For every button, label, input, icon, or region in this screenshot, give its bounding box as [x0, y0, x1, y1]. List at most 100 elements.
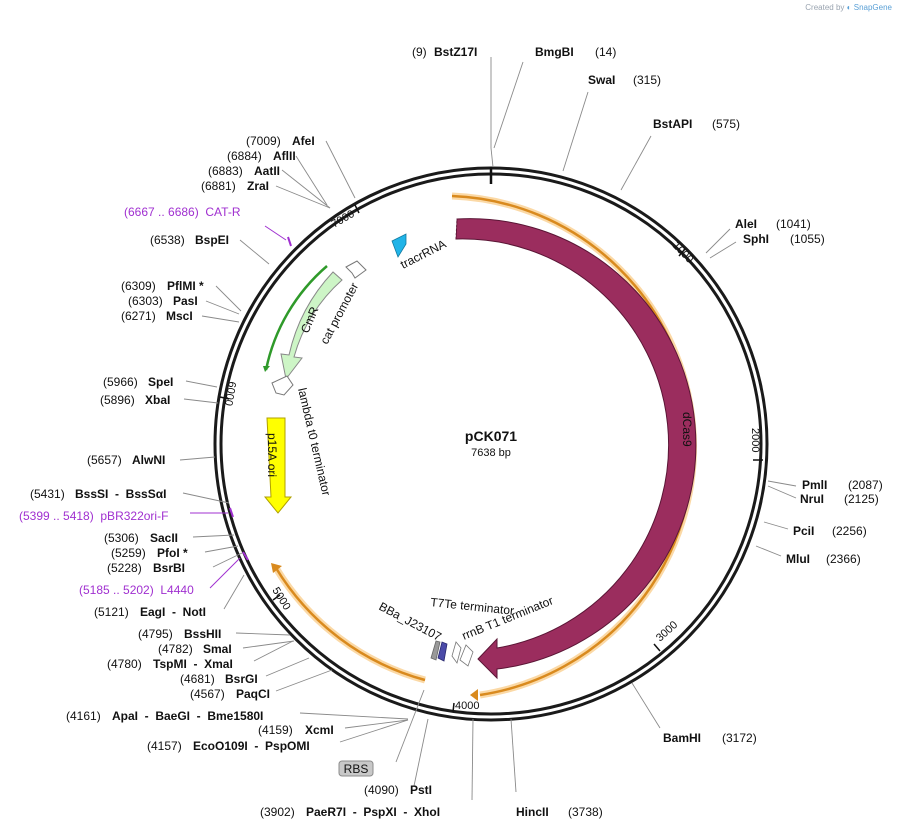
spei-label[interactable]: SpeI — [148, 375, 173, 389]
bsrgi-position: (4681) — [180, 672, 215, 686]
bsssi-group-label[interactable]: BssSI - BssSαI — [75, 487, 166, 501]
bspei-label[interactable]: BspEI — [195, 233, 229, 247]
ruler-label-6000: 6000 — [222, 380, 238, 406]
xbai-label[interactable]: XbaI — [145, 393, 170, 407]
paqci-position: (4567) — [190, 687, 225, 701]
bmgbi-label[interactable]: BmgBI — [535, 45, 574, 59]
eagi-group-label[interactable]: EagI - NotI — [140, 605, 206, 619]
bsshii-position: (4795) — [138, 627, 173, 641]
zrai-position: (6881) — [201, 179, 236, 193]
bamhi-position: (3172) — [722, 731, 757, 745]
bsrbi-position: (5228) — [107, 561, 142, 575]
lower-orange-band — [274, 567, 426, 682]
eagi-position: (5121) — [94, 605, 129, 619]
msci-position: (6271) — [121, 309, 156, 323]
sphi-label[interactable]: SphI — [743, 232, 769, 246]
psti-label[interactable]: PstI — [410, 783, 432, 797]
pflmi-label[interactable]: PflMI * — [167, 279, 204, 293]
tracrrna-feature — [391, 233, 407, 258]
zrai-label[interactable]: ZraI — [247, 179, 269, 193]
afei-label[interactable]: AfeI — [292, 134, 315, 148]
swai-label[interactable]: SwaI — [588, 73, 615, 87]
lower-orange-arrowhead — [271, 563, 282, 573]
plasmid-name: pCK071 — [465, 428, 517, 444]
apai-position: (4161) — [66, 709, 101, 723]
ecoo109i-group-label[interactable]: EcoO109I - PspOMI — [193, 739, 310, 753]
ruler-label-4000: 4000 — [455, 700, 479, 712]
nrui-label[interactable]: NruI — [800, 492, 824, 506]
bba-j23107-feature — [437, 641, 448, 662]
snapgene-credit: Created by ◐ SnapGene — [805, 3, 892, 12]
paqci-label[interactable]: PaqCI — [236, 687, 270, 701]
credit-prefix: Created by — [805, 3, 845, 12]
bspei-position: (6538) — [150, 233, 185, 247]
smai-label[interactable]: SmaI — [203, 642, 232, 656]
xmai-group-label[interactable]: TspMI - XmaI — [153, 657, 233, 671]
bsrgi-label[interactable]: BsrGI — [225, 672, 258, 686]
bmgbi-position: (14) — [595, 45, 616, 59]
credit-brand: SnapGene — [853, 3, 892, 12]
ruler-label-2000: 2000 — [749, 428, 761, 452]
nrui-position: (2125) — [844, 492, 879, 506]
smai-position: (4782) — [158, 642, 193, 656]
cat-r-primer-label[interactable]: (6667 .. 6686) CAT-R — [124, 205, 241, 219]
ruler-tick-3000: 3000 — [653, 619, 680, 652]
ecoo109i-position: (4157) — [147, 739, 182, 753]
aatii-position: (6883) — [208, 164, 243, 178]
cmr-label: CmR — [298, 304, 322, 335]
alei-label[interactable]: AleI — [735, 217, 757, 231]
bamhi-label[interactable]: BamHI — [663, 731, 701, 745]
afei-position: (7009) — [246, 134, 281, 148]
dcas9-split-marker — [691, 507, 711, 514]
l4440-primer-label[interactable]: (5185 .. 5202) L4440 — [79, 583, 194, 597]
spei-position: (5966) — [103, 375, 138, 389]
bstapi-label[interactable]: BstAPI — [653, 117, 692, 131]
t7te-terminator-feature — [430, 640, 441, 661]
pcii-position: (2256) — [832, 524, 867, 538]
rbs-label: RBS — [344, 762, 369, 776]
bsrbi-label[interactable]: BsrBI — [153, 561, 185, 575]
pcii-label[interactable]: PciI — [793, 524, 814, 538]
psti-position: (4090) — [364, 783, 399, 797]
dcas9-start-marker — [454, 218, 457, 240]
pasi-label[interactable]: PasI — [173, 294, 198, 308]
p15a-ori-label: p15A ori — [265, 433, 279, 477]
lambda-terminator-label: lambda t0 terminator — [295, 387, 333, 497]
pbr322-primer-mark — [229, 507, 234, 518]
pbr322-primer-label[interactable]: (5399 .. 5418) pBR322ori-F — [19, 509, 168, 523]
alwni-label[interactable]: AlwNI — [132, 453, 165, 467]
pasi-position: (6303) — [128, 294, 163, 308]
xmai-position: (4780) — [107, 657, 142, 671]
cat-promoter-feature — [345, 260, 367, 279]
bstz17i-label[interactable]: BstZ17I — [434, 45, 477, 59]
apai-group-label[interactable]: ApaI - BaeGI - Bme1580I — [112, 709, 263, 723]
cat-r-primer-mark — [287, 236, 292, 247]
alwni-position: (5657) — [87, 453, 122, 467]
hincii-label[interactable]: HincII — [516, 805, 549, 819]
sacii-position: (5306) — [104, 531, 139, 545]
bsshii-label[interactable]: BssHII — [184, 627, 221, 641]
aatii-label[interactable]: AatII — [254, 164, 280, 178]
sacii-label[interactable]: SacII — [150, 531, 178, 545]
restriction-leaders — [179, 57, 797, 801]
xcmi-label[interactable]: XcmI — [305, 723, 334, 737]
hincii-position: (3738) — [568, 805, 603, 819]
rbs-leader — [395, 689, 425, 763]
xcmi-position: (4159) — [258, 723, 293, 737]
alei-position: (1041) — [776, 217, 811, 231]
swai-position: (315) — [633, 73, 661, 87]
l4440-primer-leader — [209, 557, 241, 589]
aflii-label[interactable]: AflII — [273, 149, 296, 163]
dcas9-feature — [455, 218, 697, 680]
pfoi-label[interactable]: PfoI * — [157, 546, 188, 560]
pfoi-position: (5259) — [111, 546, 146, 560]
xhoi-group-label[interactable]: PaeR7I - PspXI - XhoI — [306, 805, 440, 819]
msci-label[interactable]: MscI — [166, 309, 193, 323]
dcas9-label: dCas9 — [680, 412, 694, 447]
mlui-label[interactable]: MluI — [786, 552, 810, 566]
mlui-position: (2366) — [826, 552, 861, 566]
cmr-feature — [280, 271, 343, 381]
pmli-label[interactable]: PmlI — [802, 478, 827, 492]
